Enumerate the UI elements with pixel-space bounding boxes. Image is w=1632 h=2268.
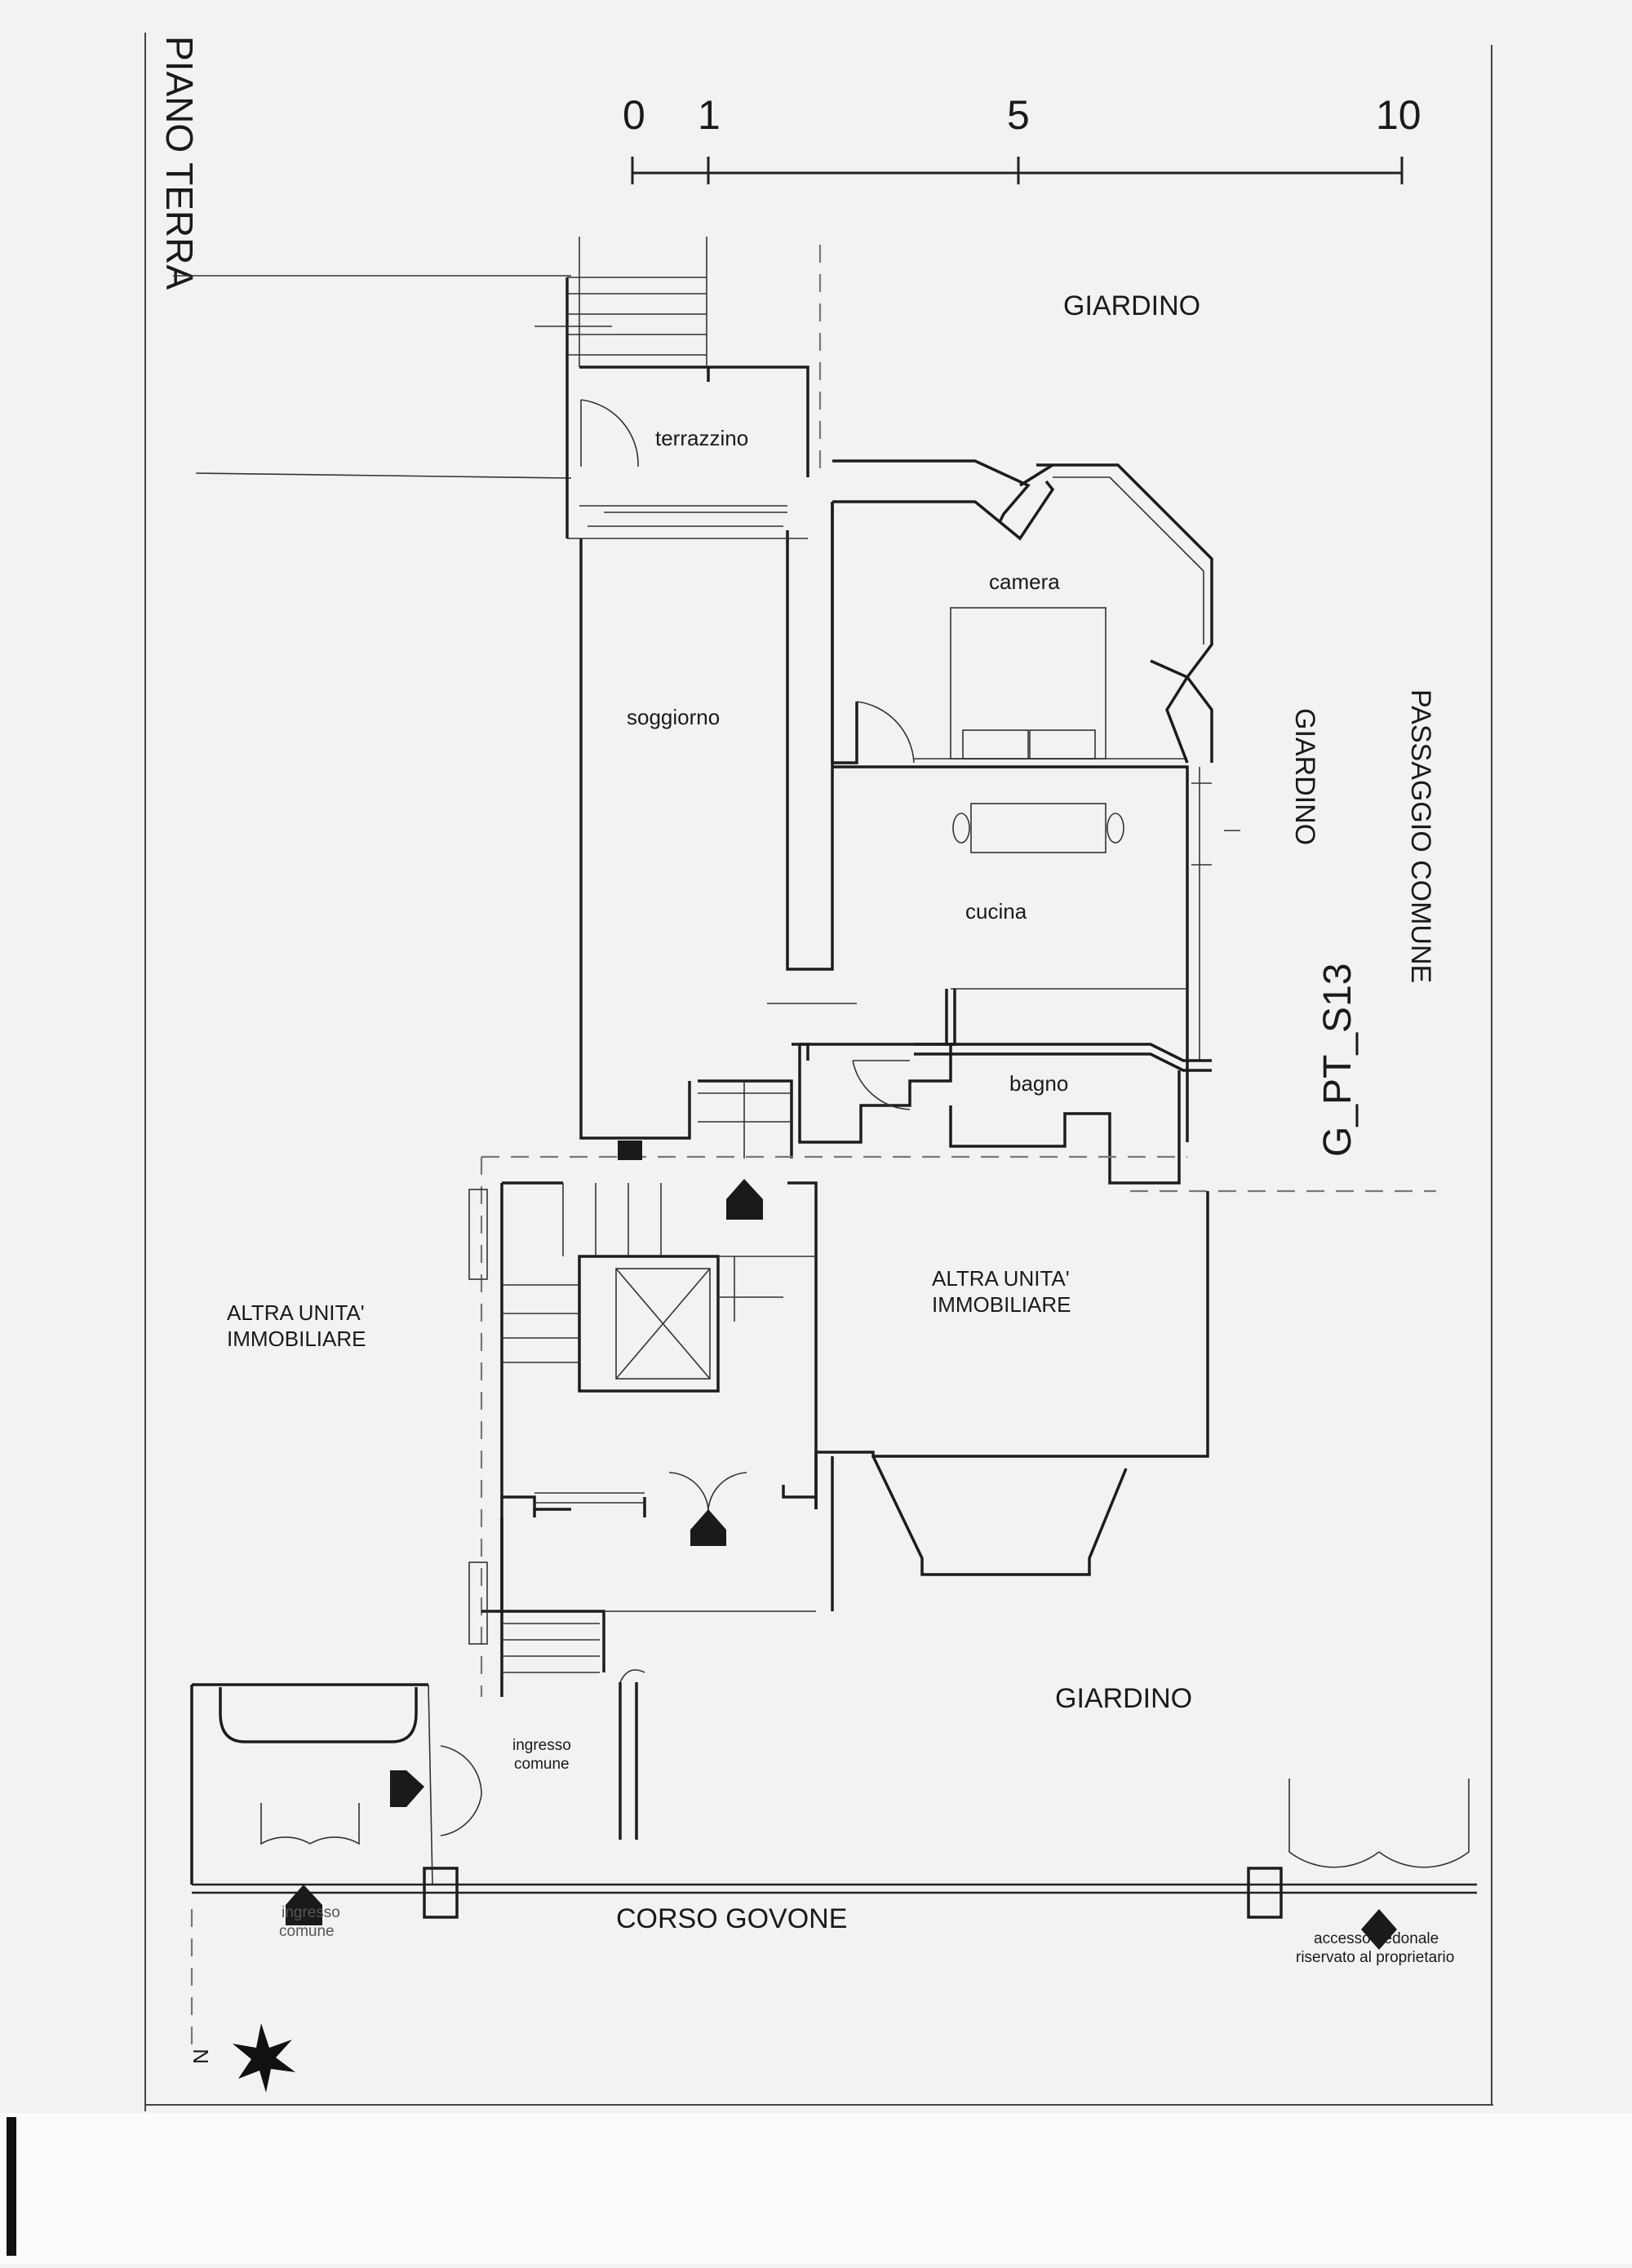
gate-pillar-right <box>1247 1867 1283 1919</box>
label-accesso-pedonale-2: riservato al proprietario <box>1296 1949 1454 1966</box>
elevator-shaft <box>578 1255 720 1393</box>
label-soggiorno: soggiorno <box>627 705 720 729</box>
label-camera: camera <box>989 569 1060 594</box>
entry-arrows <box>286 1179 1397 1950</box>
scan-edge <box>7 2117 16 2256</box>
label-ingresso-comune-2b: comune <box>279 1923 335 1940</box>
label-passaggio-comune: PASSAGGIO COMUNE <box>1405 689 1436 983</box>
scale-tick-0: 0 <box>623 92 645 138</box>
apartment-walls <box>190 237 1477 1919</box>
label-altra-unita-left-2: IMMOBILIARE <box>227 1327 366 1351</box>
leader-line-mid <box>195 472 572 479</box>
plan-title: PIANO TERRA <box>158 36 201 290</box>
label-accesso-pedonale-1: accesso pedonale <box>1314 1930 1439 1947</box>
label-giardino-top: GIARDINO <box>1063 290 1200 321</box>
label-ingresso-comune-1b: comune <box>514 1756 570 1773</box>
label-cucina: cucina <box>965 899 1027 924</box>
label-bagno: bagno <box>1009 1071 1068 1096</box>
entry-arrow-pedestrian <box>1361 1909 1397 1950</box>
north-arrow-icon: N <box>188 2023 295 2093</box>
entry-arrow-lobby <box>690 1509 726 1546</box>
kitchen-table <box>970 803 1106 853</box>
label-ingresso-comune-2a: ingresso <box>282 1904 340 1921</box>
label-altra-unita-center-2: IMMOBILIARE <box>932 1292 1071 1317</box>
scale-tick-10: 10 <box>1376 92 1421 138</box>
plan-code: G_PT_S13 <box>1316 963 1359 1157</box>
scale-bar: 0 1 5 10 <box>623 92 1421 184</box>
page-bottom-strip <box>0 2113 1632 2264</box>
label-giardino-side: GIARDINO <box>1289 708 1320 845</box>
north-label: N <box>188 2049 213 2064</box>
entry-arrow-side <box>390 1770 424 1807</box>
entry-arrow-street <box>286 1885 322 1925</box>
planter-bed <box>219 1687 418 1743</box>
scale-tick-5: 5 <box>1007 92 1030 138</box>
label-terrazzino: terrazzino <box>655 426 748 450</box>
entry-arrow-stair <box>726 1179 763 1220</box>
label-altra-unita-center-1: ALTRA UNITA' <box>932 1266 1070 1291</box>
label-ingresso-comune-1a: ingresso <box>512 1737 571 1754</box>
label-altra-unita-left-1: ALTRA UNITA' <box>227 1300 365 1325</box>
gate-pillar-left <box>423 1867 459 1919</box>
scale-tick-1: 1 <box>698 92 721 138</box>
meter-box <box>618 1141 642 1160</box>
label-corso-govone: CORSO GOVONE <box>616 1903 847 1934</box>
label-giardino-bottom: GIARDINO <box>1055 1683 1192 1714</box>
